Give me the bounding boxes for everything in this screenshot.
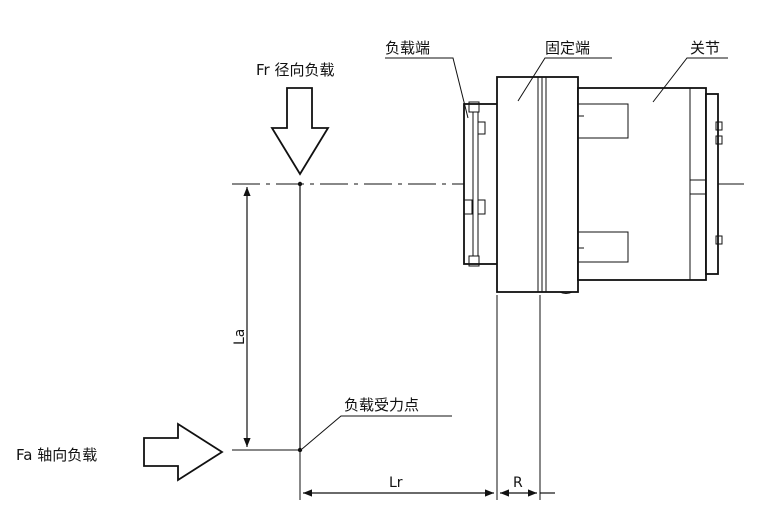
la-label: La [232,329,248,345]
upper-slot [577,103,629,139]
load-end-flange [463,103,499,265]
radial-load-point [297,181,303,187]
fixed-end-label: 固定端 [545,39,590,57]
joint-assembly [463,76,723,294]
axial-load-label: Fa 轴向负载 [16,446,97,464]
r-label: R [513,475,523,491]
load-end-label: 负载端 [385,39,430,57]
load-point-leader [301,415,452,450]
load-point-label: 负载受力点 [344,396,419,414]
joint-housing [577,87,707,281]
load-end-leader [385,57,469,119]
axial-load-arrow [143,422,224,482]
lr-label: Lr [389,475,403,491]
lower-slot [577,231,629,263]
joint-label: 关节 [690,39,720,57]
joint-leader [652,57,728,103]
end-cap [705,93,719,275]
radial-load-arrow [270,87,330,176]
radial-load-label: Fr 径向负载 [256,61,334,79]
fixed-end-leader [517,57,612,102]
